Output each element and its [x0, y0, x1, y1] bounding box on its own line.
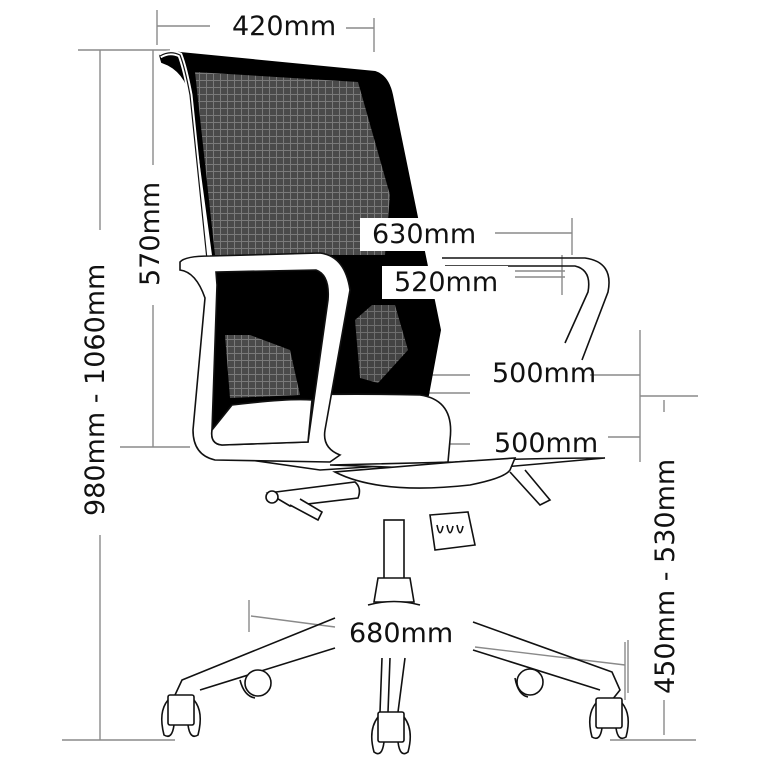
dim-between-arms: 520mm — [382, 266, 509, 299]
armrest-right — [442, 257, 610, 361]
dim-back-width: 420mm — [232, 11, 337, 42]
dim-overall-height: 980mm - 1060mm — [80, 263, 111, 516]
gas-lift — [367, 519, 421, 606]
dim-back-height: 570mm — [135, 181, 166, 286]
dim-seat-depth: 500mm — [494, 428, 599, 459]
dim-seat-width: 500mm — [492, 358, 597, 389]
dim-seat-height: 450mm - 530mm — [650, 458, 681, 694]
mechanism — [265, 457, 552, 551]
dim-overall-width-arms: 630mm — [360, 218, 487, 251]
casters — [160, 668, 630, 755]
armrest-left — [179, 252, 351, 463]
dim-base-diameter: 680mm — [349, 618, 454, 649]
